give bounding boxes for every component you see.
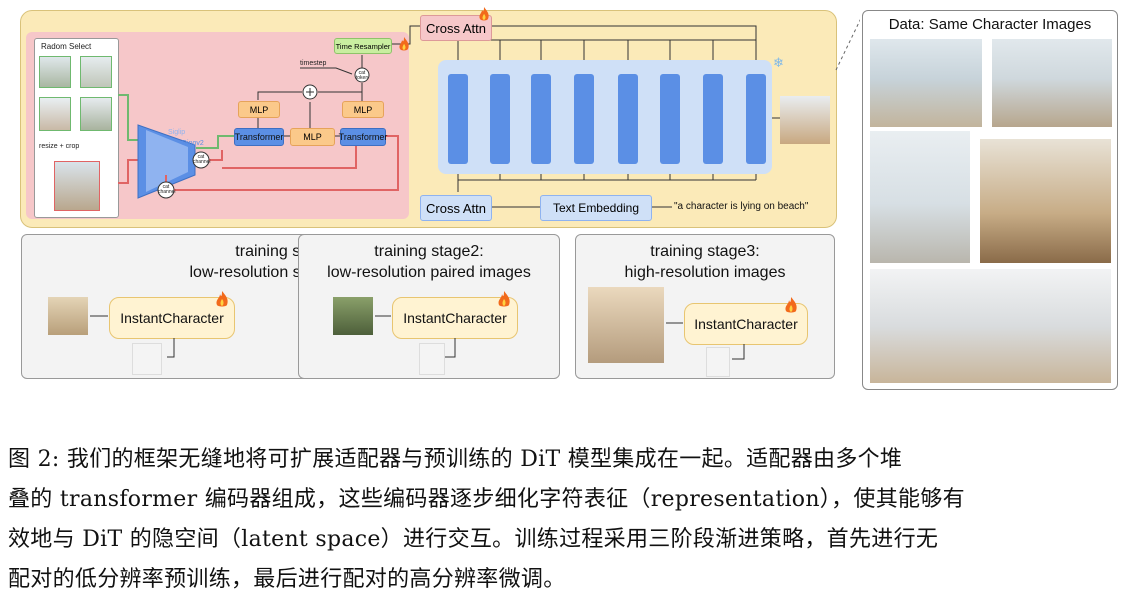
- snowflake-icon: ❄: [773, 55, 784, 70]
- character-photo: [870, 39, 982, 127]
- mlp-block-left: MLP: [238, 101, 280, 118]
- time-resampler: Time Resampler: [334, 38, 392, 54]
- dit-block: [574, 74, 594, 164]
- stage-2-input-image: [333, 297, 373, 335]
- cat-channel-label-2: cat channel: [158, 184, 176, 195]
- caption-line: 效地与 DiT 的隐空间（latent space）进行交互。训练过程采用三阶段…: [8, 527, 939, 552]
- flame-icon: [497, 290, 511, 308]
- caption-line: 配对的低分辨率预训练，最后进行配对的高分辨率微调。: [8, 567, 566, 592]
- text-embedding: Text Embedding: [540, 195, 652, 221]
- stage-2-title: training stage2: low-resolution paired i…: [327, 243, 531, 281]
- flame-icon: [215, 290, 229, 308]
- dit-block: [618, 74, 638, 164]
- stage-1-reference-image: [132, 343, 162, 375]
- character-photo: [870, 269, 1111, 383]
- data-panel: Data: Same Character Images: [862, 10, 1118, 390]
- transformer-block-2: Transformer: [339, 128, 387, 146]
- random-select-box: Radom Select resize + crop: [34, 38, 119, 218]
- stage-3-reference-image: [706, 347, 730, 377]
- character-photo: [992, 39, 1112, 127]
- training-stage-2: training stage2: low-resolution paired i…: [298, 234, 560, 379]
- sample-image: [39, 56, 71, 88]
- dit-block: [490, 74, 510, 164]
- dit-block: [448, 74, 468, 164]
- dit-block: [660, 74, 680, 164]
- transformer-block-1: Transformer: [234, 128, 284, 146]
- cat-token-label: cat token: [355, 70, 369, 81]
- sample-image: [39, 97, 71, 131]
- stage-2-reference-image: [419, 343, 445, 375]
- stage-3-instantcharacter: InstantCharacter: [684, 303, 808, 345]
- stage-1-instantcharacter: InstantCharacter: [109, 297, 235, 339]
- cross-attn-bottom: Cross Attn: [420, 195, 492, 221]
- text-prompt: "a character is lying on beach": [674, 201, 809, 212]
- dinov2-label: Dinov2: [182, 140, 204, 147]
- dit-block: [531, 74, 551, 164]
- flame-icon: [784, 296, 798, 314]
- character-photo: [980, 139, 1111, 263]
- character-photo: [870, 131, 970, 263]
- figure-caption: 图 2: 我们的框架无缝地将可扩展适配器与预训练的 DiT 模型集成在一起。适配…: [8, 440, 1138, 600]
- dit-block: [703, 74, 723, 164]
- cat-channel-label: cat channel: [193, 154, 211, 165]
- figure: Radom Select resize + crop: [20, 6, 1118, 390]
- dit-block: [746, 74, 766, 164]
- random-select-label: Radom Select: [41, 42, 92, 51]
- architecture-connections: [118, 19, 860, 208]
- caption-line: 图 2: 我们的框架无缝地将可扩展适配器与预训练的 DiT 模型集成在一起。适配…: [8, 447, 903, 472]
- stage-3-input-image: [588, 287, 664, 363]
- output-image: [780, 96, 830, 144]
- siglip-label: Siglip: [168, 129, 186, 136]
- stage-3-title: training stage3: high-resolution images: [624, 243, 786, 281]
- cross-attn-top: Cross Attn: [420, 15, 492, 41]
- mlp-block-right: MLP: [342, 101, 384, 118]
- caption-line: 叠的 transformer 编码器组成，这些编码器逐步细化字符表征（repre…: [8, 487, 965, 512]
- mlp-block-middle: MLP: [290, 128, 335, 146]
- stage-2-instantcharacter: InstantCharacter: [392, 297, 518, 339]
- sample-image: [80, 56, 112, 88]
- data-panel-title: Data: Same Character Images: [888, 16, 1092, 33]
- resize-crop-label: resize + crop: [39, 143, 80, 150]
- timestep-label: timestep: [300, 60, 327, 67]
- training-stage-3: training stage3: high-resolution images …: [575, 234, 835, 379]
- sample-image: [80, 97, 112, 131]
- flame-icon: [398, 36, 410, 52]
- stage-1-input-image: [48, 297, 88, 335]
- input-character-image: [54, 161, 100, 211]
- flame-icon: [478, 6, 490, 22]
